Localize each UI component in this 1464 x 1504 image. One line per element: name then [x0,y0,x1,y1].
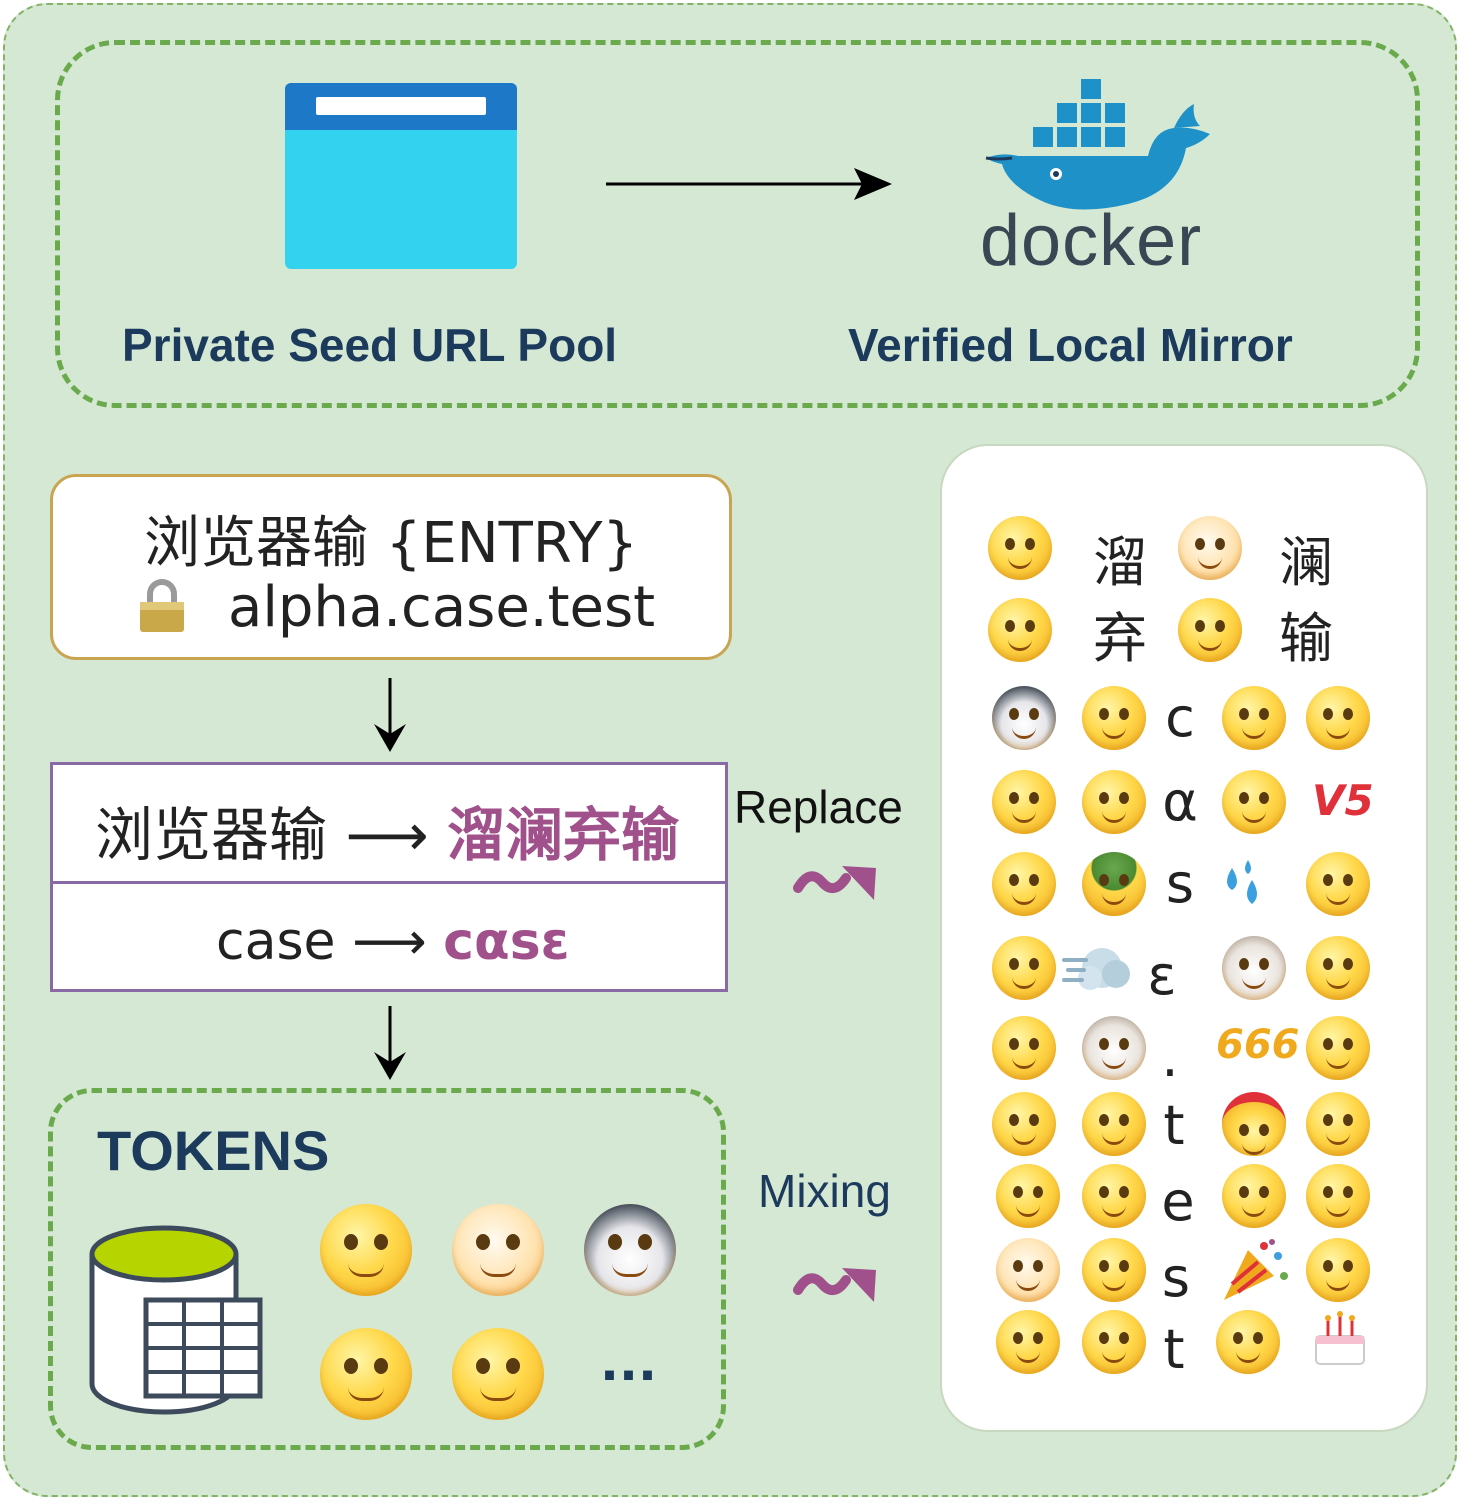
headband-face-emoji-icon [1222,1092,1286,1156]
sweat-droplets-icon [1227,860,1257,904]
replacement-row-chinese: 浏览器输 ⟶ 溜澜弃输 [95,788,679,872]
panel-letter-dot: . [1161,1025,1179,1089]
table-divider [52,881,726,884]
panel-letter-s: s [1165,851,1195,915]
verified-local-mirror-label: Verified Local Mirror [848,319,1293,371]
docker-whale-icon [985,77,1210,210]
facepalm-emoji-icon [1082,770,1146,834]
panel-letter-c: c [1165,685,1195,749]
grinning-squint-emoji-icon [1082,1310,1146,1374]
suspicious-face-emoji-icon [992,770,1056,834]
tokens-ellipsis: ... [600,1334,657,1392]
arrow-replace-to-tokens [374,1006,406,1080]
doge-emoji-icon [1178,516,1242,580]
surprised-face-emoji-icon [1306,852,1370,916]
heart-eyes-emoji-icon [992,1092,1056,1156]
smiling-face-emoji-icon [1178,598,1242,662]
mirror-group [55,40,1420,408]
smiling-face-emoji-icon [996,1164,1060,1228]
suspicious-face-emoji-icon [1222,1164,1286,1228]
entry-template-text: 浏览器输 {ENTRY} [143,511,639,576]
vomiting-face-emoji-icon [1306,936,1370,1000]
tears-of-joy-emoji-icon [988,598,1052,662]
thinking-face-emoji-icon [988,516,1052,580]
panel-letter-s2: s [1161,1245,1191,1309]
shocked-face-emoji-icon [1216,1310,1280,1374]
v5-sticker-icon: V5 [1312,776,1374,825]
angry-face-emoji-icon [1082,1164,1146,1228]
panel-letter-alpha: α [1162,769,1198,833]
lock-icon [140,579,184,632]
crying-face-emoji-icon [1306,1016,1370,1080]
mixing-label: Mixing [758,1165,891,1217]
database-table-icon [89,1225,263,1415]
row1-target: 溜澜弃输 [447,801,680,869]
replacement-table [50,762,728,992]
tears-of-joy-emoji-icon [320,1328,412,1420]
replacement-row-latin: case ⟶ cαsε [216,912,570,972]
green-hat-emoji-icon [1082,852,1146,916]
row2-source: case ⟶ [216,912,444,972]
cat-face-emoji-icon [1222,936,1286,1000]
mask-face-emoji-icon [1222,770,1286,834]
question-face-emoji-icon [1082,1238,1146,1302]
panel-char-1: 溜 [1093,530,1147,594]
sly-face-emoji-icon [1306,686,1370,750]
tears-of-joy-emoji-icon [996,1310,1060,1374]
panel-letter-epsilon: ε [1147,943,1177,1007]
docker-wordmark: docker [980,201,1203,281]
birthday-cake-icon [1315,1311,1365,1365]
tears-of-joy-emoji-icon [992,852,1056,916]
replace-label: Replace [734,781,903,833]
party-popper-icon [1224,1239,1288,1300]
panel-letter-e: e [1161,1169,1195,1233]
smirk-emoji-icon [1082,686,1146,750]
sly-face-emoji-icon [992,1016,1056,1080]
heart-eyes-emoji-icon [1222,686,1286,750]
row2-target: cαsε [443,912,570,972]
eating-melon-emoji-icon [992,936,1056,1000]
hand-over-mouth-emoji-icon [1306,1164,1370,1228]
private-seed-url-pool-label: Private Seed URL Pool [122,319,618,371]
dizzy-face-emoji-icon [1306,1238,1370,1302]
row1-source: 浏览器输 ⟶ [95,801,448,869]
doge-emoji-icon [996,1238,1060,1302]
panel-char-3: 弃 [1093,606,1147,670]
tokens-title: TOKENS [97,1119,330,1182]
666-sticker-icon: 666 [1216,1022,1300,1068]
arrow-pool-to-mirror [606,168,892,200]
panel-char-4: 输 [1279,606,1333,670]
thinking-face-emoji-icon [1306,1092,1370,1156]
panel-letter-t: t [1163,1093,1185,1157]
buck-teeth-emoji-icon [1082,1092,1146,1156]
panel-letter-t2: t [1163,1317,1185,1381]
mixing-squiggle-arrow [793,1268,876,1302]
panel-char-2: 澜 [1279,530,1333,594]
surprised-dog-emoji-icon [1082,1016,1146,1080]
dash-puff-icon [1062,948,1130,990]
husky-emoji-icon [584,1204,676,1296]
smiling-face-emoji-icon [452,1328,544,1420]
replace-squiggle-arrow [793,866,876,900]
thinking-face-emoji-icon [320,1204,412,1296]
doge-emoji-icon [452,1204,544,1296]
tokens-group [48,1088,726,1450]
browser-window-icon [285,83,517,269]
arrow-entry-to-replace [374,678,406,752]
entry-domain-text: alpha.case.test [228,575,656,640]
husky-emoji-icon [992,686,1056,750]
